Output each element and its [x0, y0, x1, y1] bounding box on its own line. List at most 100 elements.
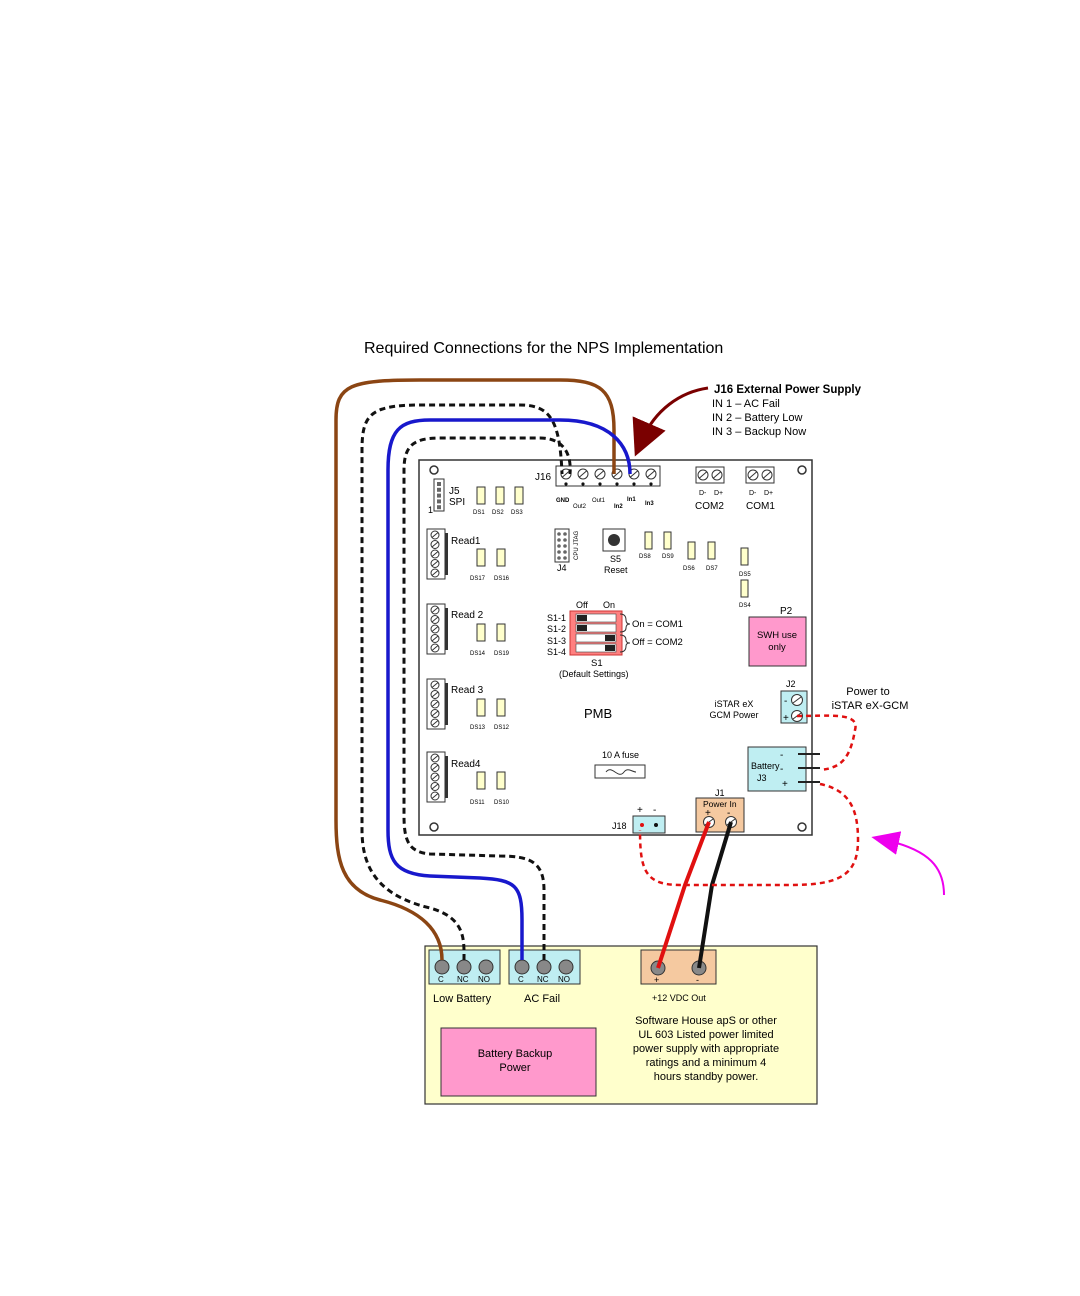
j2-label: J2	[786, 679, 796, 689]
fuse: 10 A fuse	[594, 750, 646, 779]
led-label: DS10	[494, 800, 510, 806]
header-pin	[557, 556, 561, 560]
reader-label: Read4	[451, 759, 481, 770]
j16-pin-label: GND	[556, 498, 570, 504]
screw-slot	[749, 471, 757, 479]
ac-fail-label: AC Fail	[524, 993, 560, 1005]
plus-sign: +	[782, 779, 788, 790]
j16-callout-line: IN 1 – AC Fail	[712, 398, 780, 410]
minus-sign: -	[780, 764, 783, 775]
com1-label: COM1	[746, 501, 775, 512]
spi-label: SPI	[449, 497, 465, 508]
screw-slot	[431, 645, 439, 651]
j5-label: J5	[449, 486, 460, 497]
terminal-label: NC	[457, 975, 469, 984]
header-pin	[437, 505, 441, 510]
s5-reset-button: S5 Reset	[602, 528, 628, 575]
led	[496, 698, 506, 717]
screw-slot	[431, 570, 439, 576]
j16-label: J16	[535, 472, 552, 483]
battery-backup-label: Power	[499, 1062, 531, 1074]
screw-slot	[431, 635, 439, 642]
led-label: DS3	[511, 510, 523, 516]
plus-sign: +	[637, 805, 643, 816]
p2-header: P2 SWH use only	[748, 606, 807, 667]
led-label: DS16	[494, 576, 510, 582]
minus-sign: -	[727, 808, 730, 819]
screw-slot	[579, 470, 587, 478]
led-label: DS5	[739, 572, 751, 578]
gcm-power-label: GCM Power	[709, 710, 758, 720]
wire-dashed-low-battery-nc	[360, 403, 564, 961]
s1-label: S1	[591, 658, 603, 669]
dip-switch-label: S1-2	[547, 624, 566, 634]
callout-arrow	[632, 386, 709, 457]
screw-slot	[431, 541, 439, 548]
dip-off-label: Off	[576, 600, 588, 610]
page-title: Required Connections for the NPS Impleme…	[364, 340, 723, 357]
screw-slot	[431, 616, 439, 623]
screw-slot	[562, 470, 570, 478]
s5-label: S5	[610, 554, 621, 564]
j3-label: J3	[757, 773, 767, 783]
screw-slot	[613, 470, 621, 478]
reader-terminal-edge	[445, 533, 448, 575]
screw-slot	[763, 471, 771, 479]
reader-4: Read4 DS11 DS10	[426, 751, 510, 806]
led-label: DS17	[470, 576, 486, 582]
led-label: DS1	[473, 510, 485, 516]
terminal-label: NO	[558, 975, 570, 984]
led-label: DS4	[739, 603, 751, 609]
header-pin	[557, 550, 561, 554]
led-label: DS11	[470, 800, 485, 806]
j4-jtag-header: CPU JTAG J4	[554, 528, 580, 573]
pin-dot	[564, 482, 568, 486]
mount-hole	[797, 465, 807, 475]
supply-description: UL 603 Listed power limited	[638, 1029, 773, 1041]
dip-on-label: On	[603, 600, 615, 610]
screw-slot	[699, 471, 707, 479]
screw-slot	[431, 755, 439, 761]
reader-label: Read1	[451, 536, 481, 547]
reader-terminal-edge	[445, 683, 448, 725]
battery-label: Battery	[751, 761, 780, 771]
j16-callout-line: IN 2 – Battery Low	[712, 412, 803, 424]
s1-dip-switch: Off On S1-1 S1-2 S1-3 S1-4 On = COM1 Off…	[547, 600, 683, 679]
j16-callout-heading: J16 External Power Supply	[714, 384, 862, 396]
com-pin: D-	[749, 490, 757, 497]
j3-battery-terminal: Battery J3 - - +	[747, 746, 820, 792]
pin1-label: 1	[428, 505, 433, 515]
fuse-label: 10 A fuse	[602, 750, 639, 760]
led-group-mid: DS8 DS9 DS6 DS7 DS5 DS4	[639, 531, 751, 609]
screw-slot	[647, 470, 655, 478]
terminal-label: C	[518, 975, 524, 984]
led-label: DS9	[662, 554, 674, 560]
minus-sign: -	[784, 696, 787, 707]
led-label: DS19	[494, 651, 510, 657]
magenta-pointer-arrow	[871, 831, 945, 896]
led-label: DS6	[683, 566, 695, 572]
mount-hole	[429, 465, 439, 475]
screw-slot	[431, 774, 439, 780]
screw-slot	[431, 701, 439, 707]
led	[476, 548, 486, 567]
j5-spi-header: J5 SPI 1	[428, 478, 465, 515]
led-label: DS14	[470, 651, 486, 657]
p2-label: P2	[780, 606, 793, 617]
j2-gcm-power: J2 - + iSTAR eX GCM Power	[709, 679, 808, 724]
led-label: DS2	[492, 510, 504, 516]
header-pin	[563, 550, 567, 554]
p2-text: only	[768, 642, 786, 653]
reader-terminal-edge	[445, 756, 448, 798]
battery-backup-label: Battery Backup	[478, 1048, 553, 1060]
led-label: DS13	[470, 725, 486, 731]
j16-pin-label: In3	[645, 501, 654, 507]
pin-dot	[598, 482, 602, 486]
screw-slot	[713, 471, 721, 479]
plus-sign: +	[654, 975, 659, 985]
plus-sign: +	[783, 713, 789, 724]
com-pin: D+	[764, 490, 773, 497]
mount-hole	[797, 822, 807, 832]
reader-terminal-edge	[445, 608, 448, 650]
j16-pin-label: Out2	[573, 504, 587, 510]
